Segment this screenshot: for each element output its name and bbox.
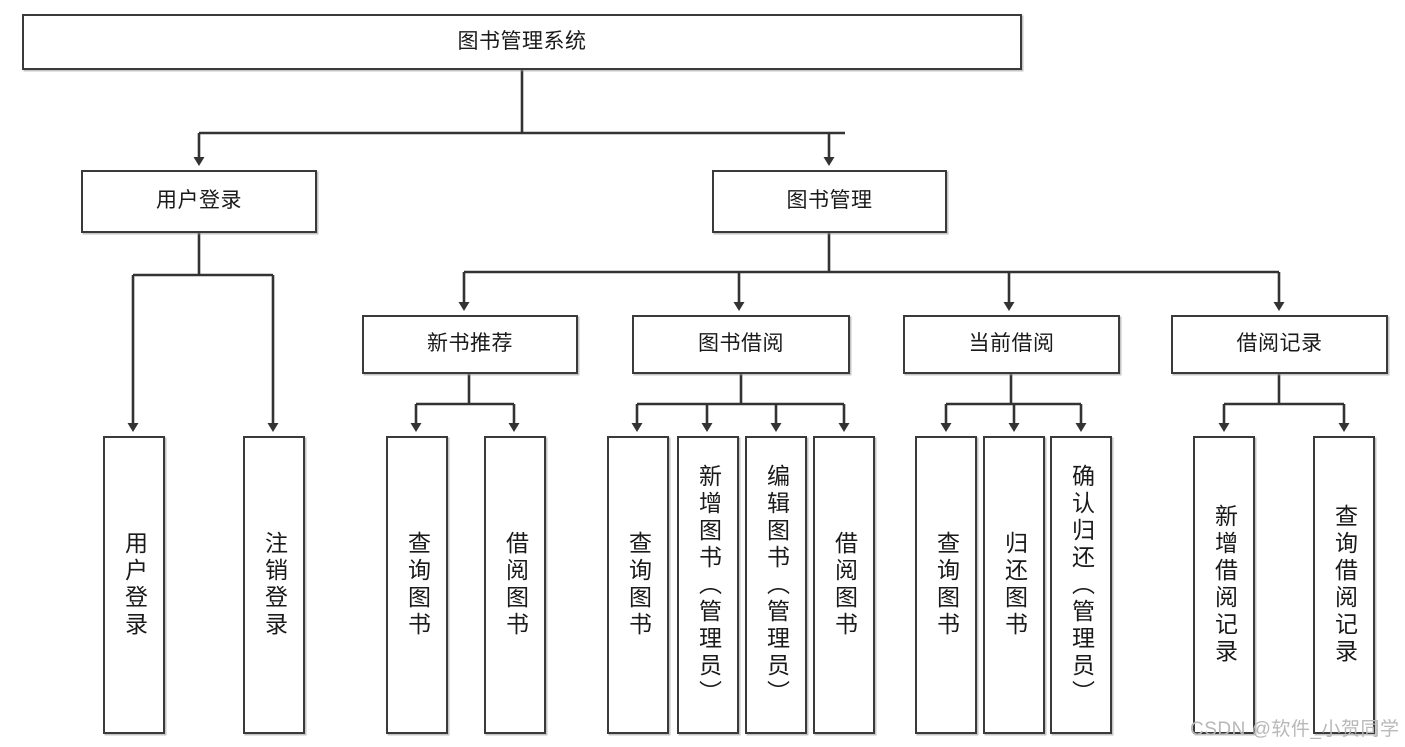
node-leaf-logout-login-label: 注销登录 <box>261 531 288 639</box>
node-leaf-query-book-1-label: 查询图书 <box>404 531 431 639</box>
node-leaf-confirm-return[interactable]: 确认归还（管理员） <box>1050 436 1112 734</box>
node-leaf-edit-book[interactable]: 编辑图书（管理员） <box>745 436 807 734</box>
node-leaf-confirm-return-label: 确认归还（管理员） <box>1068 463 1095 707</box>
node-leaf-borrow-book-2-label: 借阅图书 <box>831 531 858 639</box>
node-leaf-add-borrow-record[interactable]: 新增借阅记录 <box>1193 436 1255 734</box>
node-leaf-query-book-1[interactable]: 查询图书 <box>386 436 448 734</box>
node-user-login[interactable]: 用户登录 <box>81 170 317 233</box>
node-borrow-record-label: 借阅记录 <box>1236 332 1323 356</box>
node-root-label: 图书管理系统 <box>457 29 587 53</box>
node-root[interactable]: 图书管理系统 <box>22 14 1022 70</box>
node-book-borrow-label: 图书借阅 <box>698 332 784 356</box>
node-book-management[interactable]: 图书管理 <box>712 170 947 233</box>
node-leaf-user-login[interactable]: 用户登录 <box>103 436 165 734</box>
node-leaf-user-login-label: 用户登录 <box>121 531 148 639</box>
node-leaf-add-borrow-record-label: 新增借阅记录 <box>1211 504 1238 666</box>
node-leaf-edit-book-label: 编辑图书（管理员） <box>763 463 790 707</box>
node-leaf-logout-login[interactable]: 注销登录 <box>243 436 305 734</box>
node-leaf-borrow-book-1[interactable]: 借阅图书 <box>484 436 546 734</box>
node-leaf-query-book-3-label: 查询图书 <box>933 531 960 639</box>
node-leaf-query-borrow-record[interactable]: 查询借阅记录 <box>1313 436 1375 734</box>
node-leaf-return-book[interactable]: 归还图书 <box>983 436 1045 734</box>
node-leaf-borrow-book-2[interactable]: 借阅图书 <box>813 436 875 734</box>
node-new-book-recommend-label: 新书推荐 <box>427 332 513 356</box>
node-book-management-label: 图书管理 <box>786 189 873 213</box>
node-leaf-query-book-2-label: 查询图书 <box>625 531 652 639</box>
node-user-login-label: 用户登录 <box>156 189 242 213</box>
node-leaf-query-borrow-record-label: 查询借阅记录 <box>1331 504 1358 666</box>
node-borrow-record[interactable]: 借阅记录 <box>1171 315 1388 374</box>
node-leaf-borrow-book-1-label: 借阅图书 <box>502 531 529 639</box>
node-book-borrow[interactable]: 图书借阅 <box>632 315 850 374</box>
node-leaf-add-book[interactable]: 新增图书（管理员） <box>677 436 739 734</box>
node-new-book-recommend[interactable]: 新书推荐 <box>362 315 578 374</box>
node-leaf-query-book-2[interactable]: 查询图书 <box>607 436 669 734</box>
node-leaf-query-book-3[interactable]: 查询图书 <box>915 436 977 734</box>
node-leaf-add-book-label: 新增图书（管理员） <box>695 463 722 707</box>
node-current-borrow[interactable]: 当前借阅 <box>903 315 1120 374</box>
node-current-borrow-label: 当前借阅 <box>968 332 1055 356</box>
node-leaf-return-book-label: 归还图书 <box>1001 531 1028 639</box>
